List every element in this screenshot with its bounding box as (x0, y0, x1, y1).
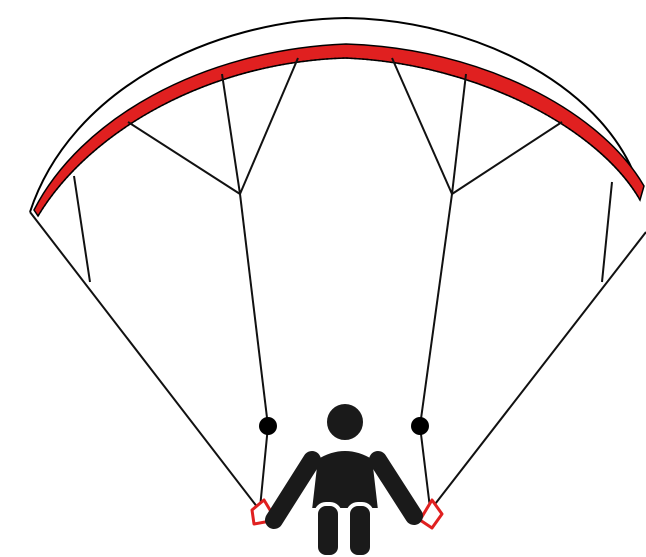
left-cascade-node (259, 417, 277, 435)
canopy-inner-dotted-edge (38, 58, 640, 216)
leading-edge-band (34, 44, 644, 216)
pilot-figure (274, 402, 414, 557)
right-cascade-node (411, 417, 429, 435)
carabiner-right (420, 500, 442, 528)
